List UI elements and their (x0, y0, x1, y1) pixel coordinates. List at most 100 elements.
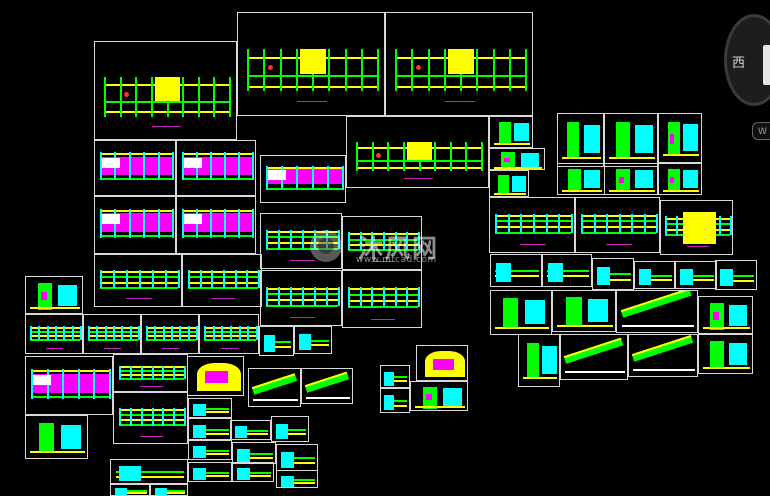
drawing-sheet[interactable] (260, 213, 342, 269)
drawing-sheet[interactable] (113, 354, 188, 392)
drawing-sheet[interactable] (616, 290, 698, 333)
drawing-sheet[interactable] (542, 254, 592, 287)
grid-line (643, 214, 646, 233)
drawing-sheet[interactable] (232, 462, 274, 482)
drawing-sheet[interactable] (342, 270, 422, 328)
drawing-sheet[interactable] (489, 170, 529, 197)
drawing-sheet[interactable] (557, 113, 604, 167)
drawing-sheet[interactable] (276, 444, 318, 471)
drawing-sheet[interactable] (259, 326, 294, 356)
detail-line (30, 307, 80, 309)
drawing-sheet[interactable] (557, 163, 605, 195)
drawing-sheet[interactable] (346, 116, 489, 188)
drawing-sheet[interactable] (380, 365, 410, 388)
viewcube-face[interactable] (763, 45, 770, 85)
drawing-sheet[interactable] (188, 440, 232, 460)
grid-line (173, 408, 176, 426)
drawing-sheet[interactable] (25, 276, 83, 314)
grid-line (525, 49, 527, 91)
drawing-sheet[interactable] (176, 140, 256, 196)
grid-line (55, 326, 57, 340)
wcs-button[interactable]: W (752, 122, 770, 140)
grid-line (224, 209, 226, 238)
grid-line (545, 214, 548, 233)
drawing-sheet[interactable] (698, 296, 753, 334)
drawing-sheet[interactable] (230, 420, 271, 440)
detail-line (494, 167, 542, 169)
detail-block (525, 300, 545, 324)
drawing-sheet[interactable] (150, 484, 188, 496)
drawing-sheet[interactable] (698, 334, 753, 374)
drawing-sheet[interactable] (604, 163, 658, 195)
drawing-sheet[interactable] (25, 356, 113, 415)
compass-west-label[interactable]: 西 (732, 56, 746, 71)
drawing-sheet[interactable] (176, 196, 256, 254)
drawing-sheet[interactable] (301, 368, 353, 404)
drawing-sheet[interactable] (113, 392, 188, 444)
room-block (184, 214, 202, 224)
detail-block (584, 125, 600, 153)
drawing-sheet[interactable] (489, 116, 533, 148)
drawing-sheet[interactable] (271, 416, 309, 442)
drawing-sheet[interactable] (110, 459, 188, 484)
drawing-sheet[interactable] (489, 148, 545, 170)
detail-line (523, 377, 557, 379)
drawing-sheet[interactable] (518, 334, 560, 387)
grid-line (184, 366, 186, 379)
drawing-sheet[interactable] (94, 140, 176, 196)
marker-dot (376, 153, 381, 158)
drawing-sheet[interactable] (575, 197, 660, 253)
drawing-sheet[interactable] (199, 314, 259, 354)
drawing-sheet[interactable] (248, 368, 301, 407)
drawing-sheet[interactable] (232, 442, 276, 464)
drawing-sheet[interactable] (342, 216, 422, 270)
drawing-sheet[interactable] (675, 261, 717, 289)
grid-line (383, 232, 385, 250)
drawing-sheet[interactable] (276, 470, 318, 488)
drawing-sheet[interactable] (385, 12, 533, 116)
drawing-sheet[interactable] (658, 163, 702, 195)
drawing-sheet[interactable] (634, 261, 675, 289)
drawing-sheet[interactable] (658, 113, 702, 163)
detail-line (116, 471, 184, 473)
drawing-sheet[interactable] (25, 415, 88, 459)
drawing-sheet[interactable] (592, 258, 634, 290)
drawing-sheet[interactable] (294, 326, 332, 354)
drawing-sheet[interactable] (660, 200, 733, 255)
drawing-sheet[interactable] (188, 418, 232, 440)
drawing-sheet[interactable] (604, 113, 658, 167)
drawing-sheet[interactable] (94, 254, 182, 307)
drawing-sheet[interactable] (187, 356, 244, 396)
grid-line (495, 214, 497, 233)
drawing-sheet[interactable] (410, 381, 468, 411)
drawing-sheet[interactable] (489, 197, 575, 253)
drawing-sheet[interactable] (380, 388, 410, 413)
drawing-sheet[interactable] (490, 290, 552, 335)
drawing-sheet[interactable] (260, 155, 346, 203)
grid-line (278, 230, 280, 249)
drawing-sheet[interactable] (628, 334, 698, 377)
drawing-sheet[interactable] (490, 254, 542, 287)
drawing-sheet[interactable] (182, 254, 262, 307)
drawing-sheet[interactable] (83, 314, 141, 354)
drawing-sheet[interactable] (188, 462, 232, 482)
drawing-sheet[interactable] (94, 196, 176, 254)
drawing-sheet[interactable] (552, 290, 616, 332)
drawing-sheet[interactable] (188, 398, 232, 418)
grid-line (246, 270, 249, 288)
drawing-sheet[interactable] (94, 41, 237, 140)
drawing-sheet[interactable] (141, 314, 199, 354)
drawing-sheet[interactable] (416, 345, 468, 381)
drawing-sheet[interactable] (715, 260, 757, 290)
drawing-sheet[interactable] (260, 270, 342, 326)
drawing-sheet[interactable] (25, 314, 83, 354)
drawing-sheet[interactable] (237, 12, 385, 116)
detail-line (115, 492, 147, 494)
grid-line (129, 366, 132, 379)
viewcube[interactable] (724, 14, 770, 106)
drawing-sheet[interactable] (110, 484, 150, 496)
drawing-sheet[interactable] (560, 334, 628, 380)
grid-line (126, 270, 128, 288)
detail-block (512, 176, 526, 192)
